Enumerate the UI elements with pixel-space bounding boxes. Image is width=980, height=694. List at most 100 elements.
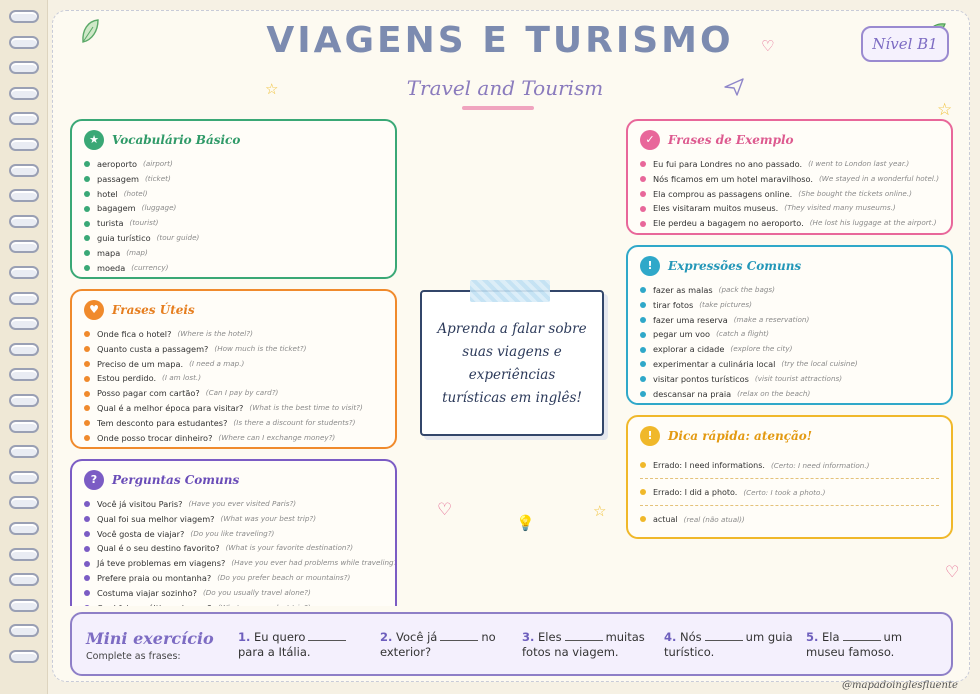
exercise-text-after: um museu famoso. bbox=[806, 630, 903, 659]
exercise-number: 3. bbox=[522, 630, 535, 644]
binder-ring bbox=[9, 163, 39, 177]
bullet-dot bbox=[84, 405, 90, 412]
list-item: Você gosta de viajar?(Do you like travel… bbox=[84, 527, 383, 542]
exercise-text-before: Eles bbox=[538, 630, 562, 644]
item-text: Qual foi sua última viagem? bbox=[97, 601, 212, 606]
item-translation: (relax on the beach) bbox=[737, 388, 811, 398]
exercise-number: 1. bbox=[238, 630, 251, 644]
list-item: Costuma viajar sozinho? (Do you usually t… bbox=[84, 586, 383, 601]
bullet-dot bbox=[640, 489, 646, 495]
item-text: Costuma viajar sozinho? bbox=[97, 587, 197, 598]
list-item: explorar a cidade(explore the city) bbox=[640, 342, 939, 357]
list-item: fazer as malas(pack the bags) bbox=[640, 283, 939, 298]
item-translation: (She bought the tickets online.) bbox=[798, 188, 912, 198]
list-item: Ela comprou as passagens online.(She bou… bbox=[640, 187, 939, 202]
item-translation: (Do you usually travel alone?) bbox=[202, 587, 311, 597]
bullet-dot bbox=[84, 420, 90, 427]
binder-ring bbox=[9, 573, 39, 587]
answer-blank[interactable] bbox=[842, 640, 881, 641]
item-text: Nós ficamos em um hotel maravilhoso. bbox=[653, 173, 813, 184]
bullet-dot bbox=[84, 250, 90, 257]
item-translation: (visit tourist attractions) bbox=[754, 373, 843, 383]
item-text: Prefere praia ou montanha? bbox=[97, 572, 212, 583]
list-item: Ele perdeu a bagagem no aeroporto.(He lo… bbox=[640, 216, 939, 231]
notebook-spine bbox=[0, 0, 48, 694]
binder-ring bbox=[9, 445, 39, 459]
bullet-dot bbox=[84, 390, 90, 397]
list-item: guia turístico(tour guide) bbox=[84, 231, 383, 246]
heart-icon: ♥ bbox=[84, 300, 104, 320]
binder-ring bbox=[9, 368, 39, 382]
dashed-divider bbox=[640, 478, 939, 479]
question-icon: ? bbox=[84, 470, 104, 490]
item-text: Onde fica o hotel? bbox=[97, 329, 172, 339]
bullet-dot bbox=[84, 434, 90, 441]
answer-blank[interactable] bbox=[704, 640, 743, 641]
item-text: Qual é a melhor época para visitar? bbox=[97, 402, 244, 413]
list-item: moeda(currency) bbox=[84, 261, 383, 276]
item-translation: (catch a flight) bbox=[716, 329, 769, 339]
tip-text: Errado: I need informations. bbox=[653, 460, 765, 470]
item-text: bagagem bbox=[97, 203, 136, 214]
exercise-text-before: Você já bbox=[396, 630, 438, 644]
item-text: hotel bbox=[97, 188, 118, 199]
exercise-number: 5. bbox=[806, 630, 819, 644]
binder-ring bbox=[9, 86, 39, 100]
item-text: Já teve problemas em viagens? bbox=[97, 558, 226, 569]
item-translation: (What is the best time to visit?) bbox=[249, 402, 363, 412]
answer-blank[interactable] bbox=[308, 640, 347, 641]
star-icon: ☆ bbox=[265, 80, 279, 98]
list-item: fazer uma reserva(make a reservation) bbox=[640, 313, 939, 328]
note-text: Aprenda a falar sobre suas viagens e exp… bbox=[437, 321, 587, 406]
exercise-title: Mini exercício bbox=[86, 629, 214, 648]
binder-ring bbox=[9, 598, 39, 612]
list-item: Qual foi sua melhor viagem?(What was you… bbox=[84, 512, 383, 527]
item-translation: (explore the city) bbox=[730, 344, 793, 354]
item-translation: (What is your favorite destination?) bbox=[225, 543, 354, 553]
paper-plane-icon bbox=[724, 78, 744, 96]
exercise-subtitle: Complete as frases: bbox=[86, 651, 181, 662]
item-text: pegar um voo bbox=[653, 329, 711, 340]
mini-exercise-box: Mini exercício Complete as frases: 1. Eu… bbox=[70, 612, 953, 676]
bullet-dot bbox=[84, 516, 90, 523]
item-text: Onde posso trocar dinheiro? bbox=[97, 432, 213, 443]
item-text: Eles visitaram muitos museus. bbox=[653, 203, 779, 214]
binder-ring bbox=[9, 342, 39, 356]
list-item: Prefere praia ou montanha?(Do you prefer… bbox=[84, 571, 383, 586]
answer-blank[interactable] bbox=[440, 640, 479, 641]
bullet-dot bbox=[640, 287, 646, 294]
item-text: Você gosta de viajar? bbox=[97, 528, 185, 539]
lightbulb-icon: 💡 bbox=[516, 514, 535, 532]
check-icon: ✓ bbox=[640, 130, 660, 150]
binder-ring bbox=[9, 317, 39, 331]
bullet-dot bbox=[84, 530, 90, 537]
item-translation: (Have you ever had problems while travel… bbox=[231, 558, 397, 568]
list-item: Você já visitou Paris?(Have you ever vis… bbox=[84, 497, 383, 512]
tip-row: Errado: I need informations. (Certo: I ne… bbox=[640, 453, 939, 477]
card-title: Dica rápida: atenção! bbox=[668, 429, 813, 443]
bullet-dot bbox=[640, 161, 646, 168]
bullet-dot bbox=[84, 331, 90, 338]
item-text: aeroporto bbox=[97, 159, 138, 169]
binder-ring bbox=[9, 138, 39, 151]
item-text: visitar pontos turísticos bbox=[653, 373, 749, 384]
exercise-text-after: para a Itália. bbox=[238, 645, 311, 659]
item-translation: (make a reservation) bbox=[733, 314, 810, 324]
exercise-text-after: no exterior? bbox=[380, 630, 496, 659]
card-title: Expressões Comuns bbox=[668, 259, 802, 273]
answer-blank[interactable] bbox=[564, 640, 603, 641]
list-item: Onde posso trocar dinheiro?(Where can I … bbox=[84, 431, 383, 446]
list-item: descansar na praia(relax on the beach) bbox=[640, 387, 939, 402]
binder-ring bbox=[9, 35, 39, 49]
bullet-dot bbox=[84, 545, 90, 552]
heart-icon: ♡ bbox=[945, 562, 960, 581]
tip-note: (Certo: I need information.) bbox=[770, 460, 870, 470]
list-item: experimentar a culinária local(try the l… bbox=[640, 357, 939, 372]
binder-ring bbox=[9, 266, 39, 279]
item-text: tirar fotos bbox=[653, 299, 694, 310]
